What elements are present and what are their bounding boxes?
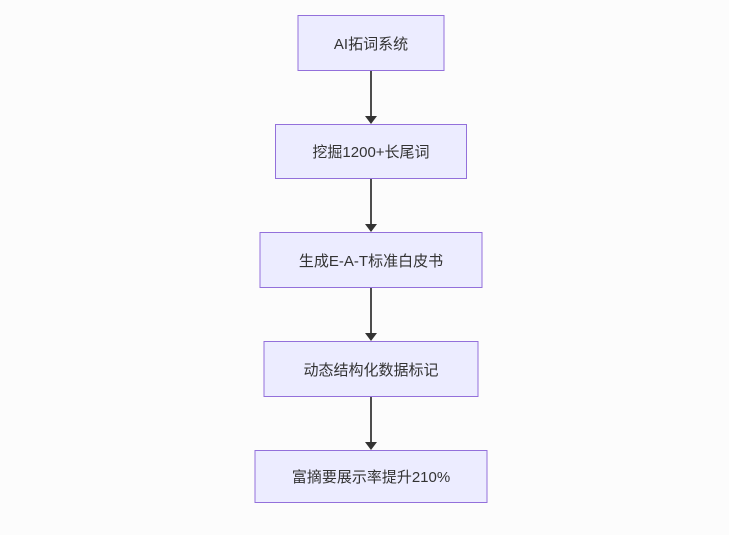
flowchart-node-label: 富摘要展示率提升210% [291, 469, 451, 486]
flowchart-node-longtail-mining: 挖掘1200+长尾词 [275, 124, 467, 179]
arrow-down-icon [365, 397, 377, 450]
arrow-head-icon [365, 333, 377, 341]
arrow-line [370, 71, 372, 116]
arrow-head-icon [365, 442, 377, 450]
flowchart-node-label: 动态结构化数据标记 [303, 361, 439, 379]
flowchart-node-label: 生成E-A-T标准白皮书 [298, 252, 444, 270]
arrow-line [370, 288, 372, 333]
flowchart-node-label: AI拓词系统 [333, 35, 409, 53]
arrow-down-icon [365, 288, 377, 341]
flowchart-node-ai-word-expansion: AI拓词系统 [297, 15, 445, 71]
arrow-line [370, 179, 372, 224]
arrow-line [370, 397, 372, 442]
flowchart-node-label: 挖掘1200+长尾词 [312, 144, 430, 161]
arrow-head-icon [365, 224, 377, 232]
flowchart-node-structured-data: 动态结构化数据标记 [263, 341, 479, 397]
arrow-down-icon [365, 179, 377, 232]
flowchart-node-rich-snippet-result: 富摘要展示率提升210% [254, 450, 488, 503]
arrow-head-icon [365, 116, 377, 124]
arrow-down-icon [365, 71, 377, 124]
flowchart-node-eat-whitepaper: 生成E-A-T标准白皮书 [259, 232, 483, 288]
